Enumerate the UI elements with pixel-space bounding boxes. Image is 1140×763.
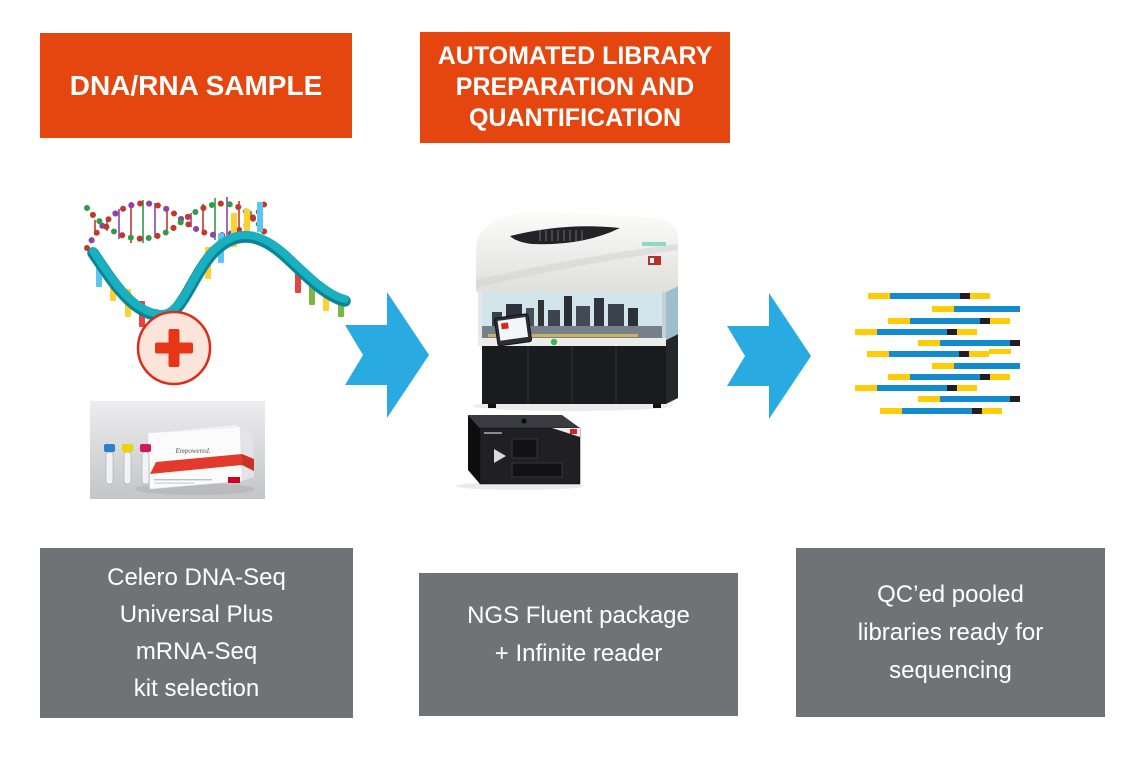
stage3-caption: QC’ed pooled libraries ready for sequenc…	[796, 548, 1105, 717]
kit-box-label: Empowered.	[175, 447, 211, 455]
sample-tubes	[104, 444, 151, 485]
kit-box-photo: Empowered.	[90, 401, 265, 499]
stage1-header: DNA/RNA SAMPLE	[40, 33, 352, 138]
stage1-header-label: DNA/RNA SAMPLE	[69, 69, 323, 101]
dna-rna-illustration	[84, 197, 351, 386]
caption-line: sequencing	[889, 656, 1012, 684]
caption-line: Universal Plus	[119, 601, 274, 628]
instruments-photo	[456, 211, 678, 490]
caption-line: + Infinite reader	[494, 640, 663, 667]
touchscreen	[493, 313, 533, 347]
rna-bases	[96, 202, 344, 333]
infinite-reader	[456, 415, 584, 490]
kit-box: Empowered.	[147, 424, 254, 490]
caption-line: libraries ready for	[857, 618, 1044, 646]
arrow-right-icon	[345, 292, 429, 418]
pooled-libraries-illustration	[855, 293, 1020, 414]
stage1-caption: Celero DNA-Seq Universal Plus mRNA-Seq k…	[40, 548, 353, 718]
stage2-header-line: QUANTIFICATION	[468, 104, 681, 132]
stage2-header-line: PREPARATION AND	[455, 73, 695, 101]
caption-line: mRNA-Seq	[135, 638, 258, 665]
library-fragments	[855, 293, 1020, 414]
stage2-header: AUTOMATED LIBRARY PREPARATION AND QUANTI…	[420, 32, 730, 143]
caption-line: NGS Fluent package	[467, 602, 690, 629]
hood-window	[510, 226, 620, 245]
caption-line: QC’ed pooled	[877, 580, 1024, 608]
status-led	[550, 338, 558, 346]
arrow-right-icon	[727, 293, 811, 419]
stage2-caption: NGS Fluent package + Infinite reader	[419, 573, 738, 716]
dna-double-helix	[84, 197, 268, 251]
fluent-instrument	[473, 211, 678, 411]
caption-line: kit selection	[133, 675, 260, 702]
caption-line: Celero DNA-Seq	[107, 564, 286, 591]
plus-icon	[136, 310, 212, 386]
play-icon	[494, 449, 506, 463]
stage2-header-line: AUTOMATED LIBRARY	[437, 42, 713, 70]
